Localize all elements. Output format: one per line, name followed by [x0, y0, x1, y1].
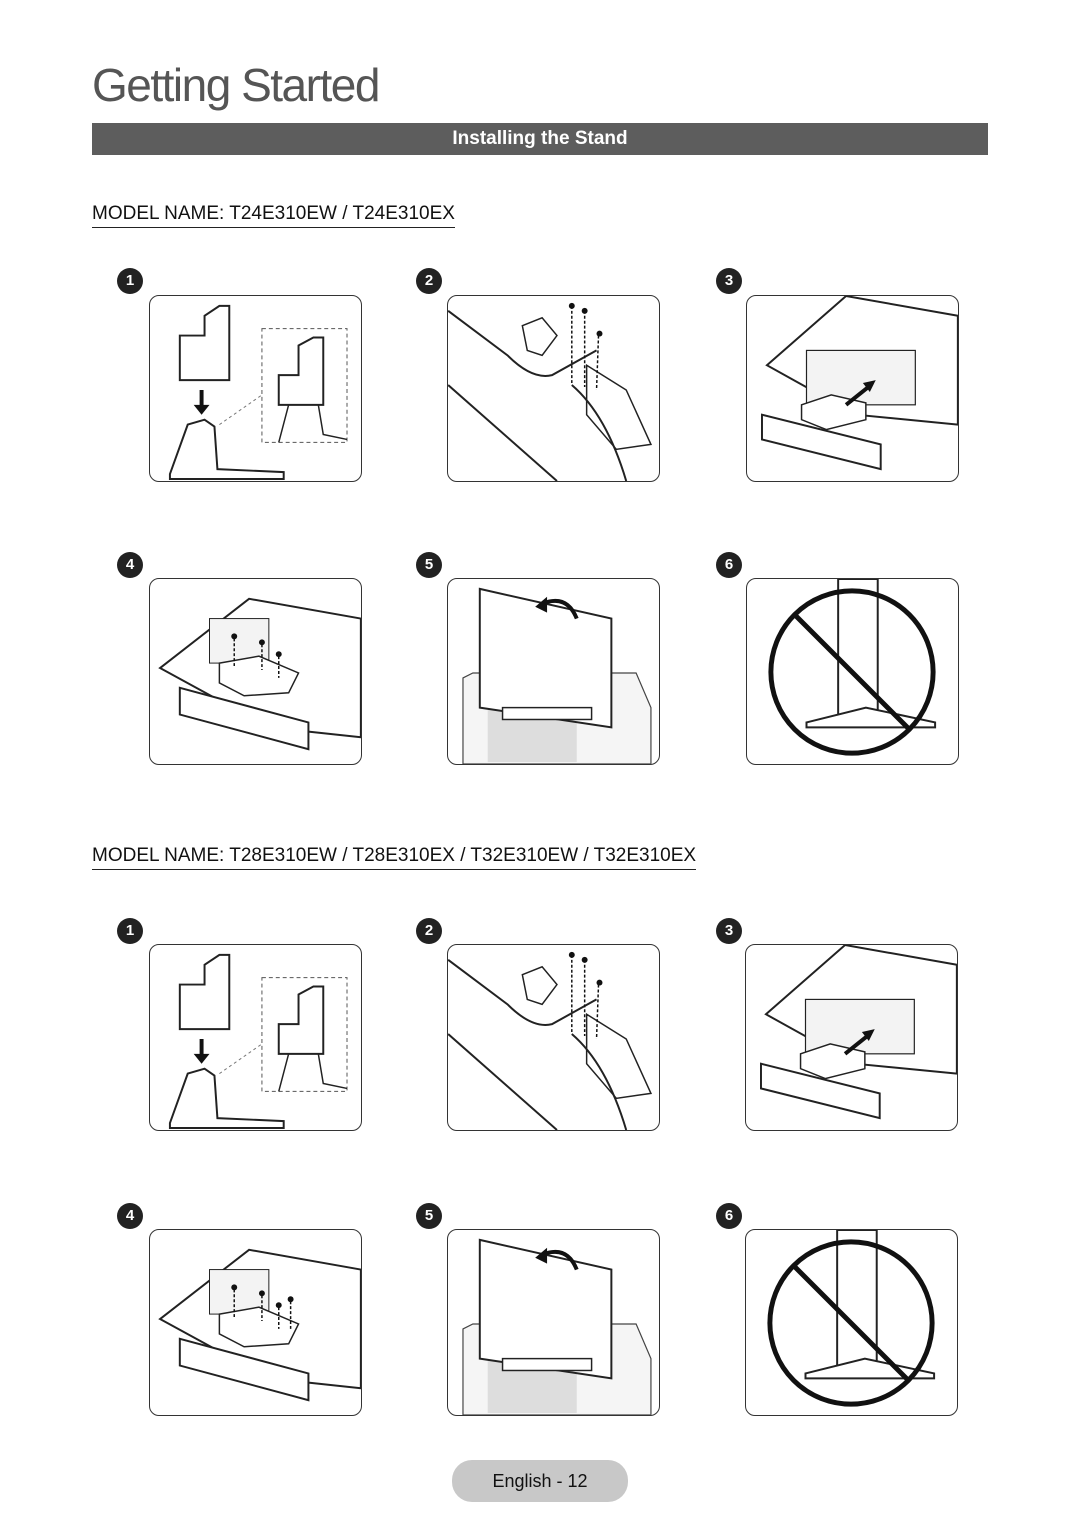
- stand-attach-illustration: [149, 295, 362, 482]
- slide-stand-illustration: [745, 944, 958, 1131]
- warning-illustration: [745, 1229, 958, 1416]
- slide-stand-illustration: [746, 295, 959, 482]
- screw-neck-illustration: [447, 944, 660, 1131]
- lift-tv-illustration: [447, 1229, 660, 1416]
- screw-stand-illustration: [149, 578, 362, 765]
- step-number: 1: [117, 918, 143, 944]
- screw-stand-illustration: [149, 1229, 362, 1416]
- section-title-bar: Installing the Stand: [92, 123, 988, 155]
- model-heading: MODEL NAME: T28E310EW / T28E310EX / T32E…: [92, 845, 697, 870]
- step-number: 2: [416, 268, 442, 294]
- page-title: Getting Started: [92, 59, 380, 111]
- step-number: 5: [416, 552, 442, 578]
- stand-attach-illustration: [149, 944, 362, 1131]
- step-number: 4: [117, 552, 143, 578]
- step-number: 3: [716, 918, 742, 944]
- step-number: 6: [716, 1203, 742, 1229]
- lift-tv-illustration: [447, 578, 660, 765]
- step-number: 4: [117, 1203, 143, 1229]
- step-number: 5: [416, 1203, 442, 1229]
- step-number: 3: [716, 268, 742, 294]
- step-number: 1: [117, 268, 143, 294]
- step-number: 2: [416, 918, 442, 944]
- warning-illustration: [746, 578, 959, 765]
- model-heading: MODEL NAME: T24E310EW / T24E310EX: [92, 203, 455, 228]
- screw-neck-illustration: [447, 295, 660, 482]
- step-number: 6: [716, 552, 742, 578]
- page-number-badge: English - 12: [452, 1460, 628, 1502]
